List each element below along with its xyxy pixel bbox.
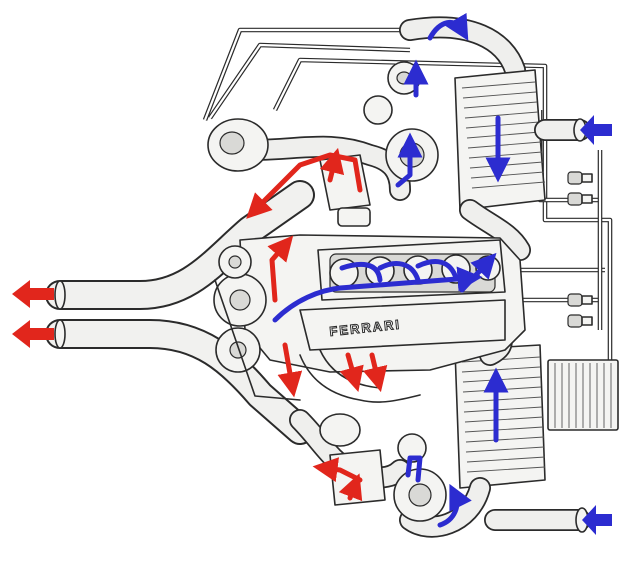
upper-turbocharger <box>207 118 439 227</box>
pressure-sensor <box>567 192 593 206</box>
timing-gear-covers <box>213 245 301 401</box>
lower-turbocharger <box>289 409 447 522</box>
pressure-sensor <box>567 293 593 307</box>
pressure-sensor <box>567 171 593 185</box>
exhaust-flow-arrows <box>12 147 388 502</box>
upper-wastegate <box>363 61 421 125</box>
intake-flow-arrows <box>272 12 612 535</box>
tailpipe-exit-arrow-lower <box>12 320 54 348</box>
pressure-sensors <box>567 171 593 328</box>
air-inlet-arrow-lower <box>582 505 612 535</box>
lower-intercooler-fins <box>461 356 546 473</box>
upper-intercooler-fins <box>461 81 546 189</box>
pressure-sensor <box>567 314 593 328</box>
air-inlet-arrow-upper <box>580 115 612 145</box>
exhaust-tailpipes <box>45 180 315 445</box>
small-radiator <box>547 359 619 431</box>
small-radiator-fins <box>554 363 612 428</box>
tailpipe-exit-arrow-upper <box>12 280 54 308</box>
